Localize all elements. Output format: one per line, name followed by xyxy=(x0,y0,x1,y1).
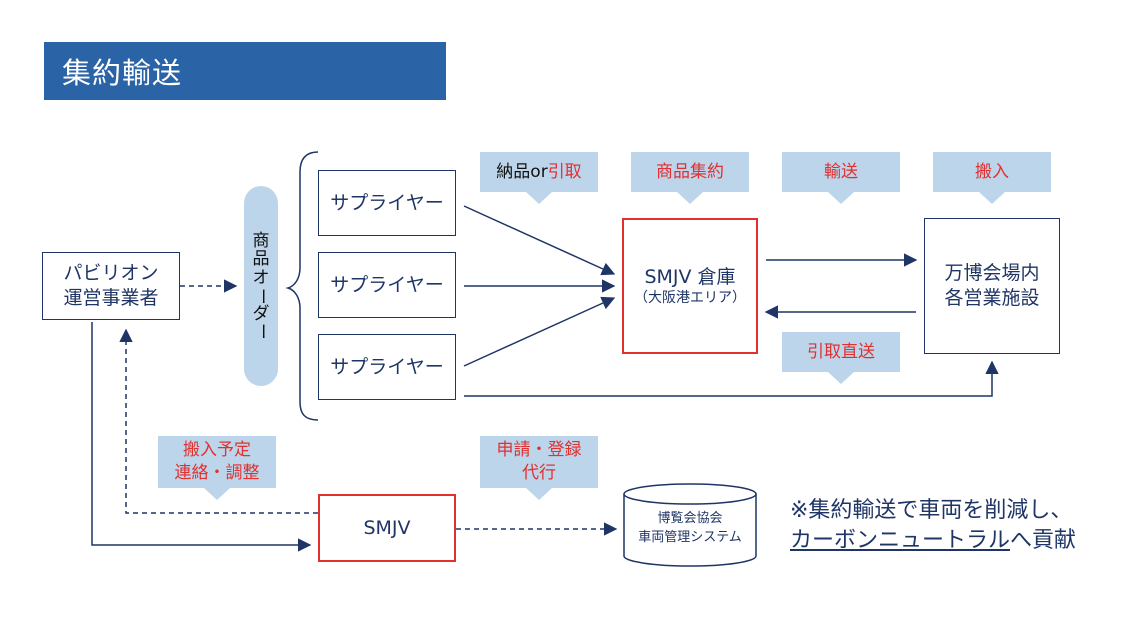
database-cylinder-icon xyxy=(623,483,757,567)
supplier3-to-warehouse xyxy=(463,296,616,367)
schedule-line2: 連絡・調整 xyxy=(174,463,260,483)
carry-in-tag: 搬入 xyxy=(933,152,1051,204)
transport-tag: 輸送 xyxy=(782,152,900,204)
supplier-brace xyxy=(285,151,319,421)
supplier1-to-warehouse xyxy=(463,205,616,276)
order-char: オ xyxy=(252,268,270,288)
note-line1: ※集約輸送で車両を削減し、 xyxy=(790,498,1073,523)
pickup-tag-text: 引取 xyxy=(547,161,582,182)
note-rest: へ貢献 xyxy=(1010,527,1077,553)
smjv-to-pavilion xyxy=(119,328,318,514)
order-char: ー xyxy=(251,323,272,341)
transport-tag-text: 輸送 xyxy=(824,161,858,182)
schedule-coordination-tag: 搬入予定 連絡・調整 xyxy=(158,436,276,500)
carbon-neutral-note: ※集約輸送で車両を削減し、 カーボンニュートラルへ貢献 xyxy=(790,496,1076,555)
consolidation-tag-text: 商品集約 xyxy=(656,161,724,182)
note-underlined: カーボンニュートラル xyxy=(790,527,1011,553)
smjv-label: SMJV xyxy=(363,516,411,539)
venue-line1: 万博会場内 xyxy=(944,262,1040,285)
page-title: 集約輸送 xyxy=(44,42,446,100)
order-char: 商 xyxy=(252,230,270,251)
apply-line1: 申請・登録 xyxy=(496,440,582,461)
supplier-box-2: サプライヤー xyxy=(318,252,456,318)
pavilion-line2: 運営事業者 xyxy=(63,287,159,309)
pavilion-operator-box: パビリオン 運営事業者 xyxy=(42,252,180,320)
venue-facilities-box: 万博会場内 各営業施設 xyxy=(924,218,1060,354)
order-char: 品 xyxy=(252,249,270,270)
pavilion-to-smjv xyxy=(91,322,312,552)
smjv-warehouse-box: SMJV 倉庫 （大阪港エリア） xyxy=(622,218,758,354)
delivery-tag-text: 納品or xyxy=(496,161,548,182)
supplier-box-1: サプライヤー xyxy=(318,170,456,236)
supplier-label: サプライヤー xyxy=(330,273,444,296)
carry-in-tag-text: 搬入 xyxy=(975,161,1009,182)
warehouse-area: （大阪港エリア） xyxy=(634,290,746,307)
supplier3-direct-to-venue xyxy=(464,360,999,397)
product-consolidation-tag: 商品集約 xyxy=(631,152,749,204)
supplier-box-3: サプライヤー xyxy=(318,334,456,400)
schedule-line1: 搬入予定 xyxy=(183,440,251,461)
order-char: ー xyxy=(251,287,272,305)
direct-pickup-tag: 引取直送 xyxy=(782,332,900,384)
apply-line2: 代行 xyxy=(522,463,556,483)
pavilion-line1: パビリオン xyxy=(63,262,159,285)
supplier-label: サプライヤー xyxy=(330,355,444,378)
application-proxy-tag: 申請・登録 代行 xyxy=(480,436,598,500)
warehouse-name: SMJV 倉庫 xyxy=(644,265,736,288)
database-line2: 車両管理システム xyxy=(638,529,742,545)
venue-line2: 各営業施設 xyxy=(944,287,1040,309)
direct-pickup-tag-text: 引取直送 xyxy=(807,341,875,362)
vehicle-management-system-label: 博覧会協会 車両管理システム xyxy=(622,510,758,548)
order-char: ダ xyxy=(252,303,270,324)
supplier-label: サプライヤー xyxy=(330,191,444,214)
database-line1: 博覧会協会 xyxy=(657,511,723,526)
product-order-pill: 商 品 オ ー ダ ー xyxy=(244,186,278,386)
smjv-box: SMJV xyxy=(318,494,456,562)
